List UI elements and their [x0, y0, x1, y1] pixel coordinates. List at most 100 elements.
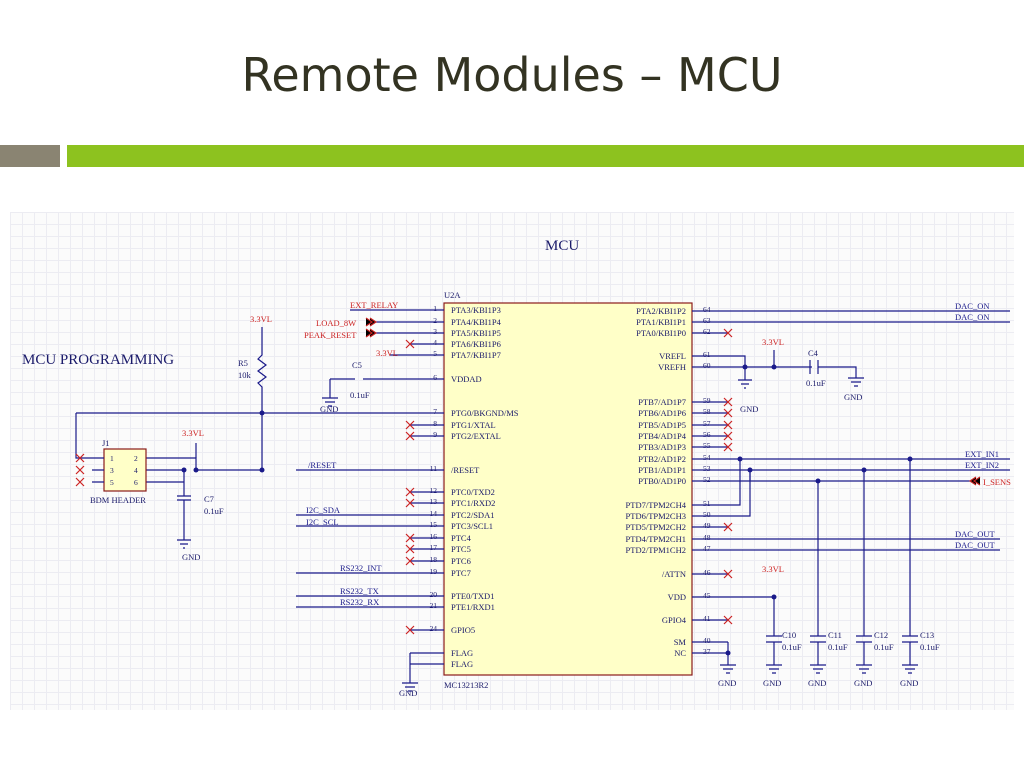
power-label-vddad: 3.3VL [376, 348, 398, 358]
ic-pin-name: /ATTN [662, 569, 686, 579]
j1-pin-6: 6 [134, 478, 138, 487]
net-ext-relay: EXT_RELAY [350, 300, 398, 310]
wires [75, 302, 1010, 692]
c12-value: 0.1uF [874, 642, 894, 652]
ic-pin-number: 2 [433, 316, 437, 325]
ic-pin-number: 63 [703, 316, 711, 325]
ic-pin-name: VDD [668, 592, 686, 602]
title-divider-bar [67, 145, 1024, 167]
ic-pin-name: GPIO4 [662, 615, 687, 625]
ic-pin-name: PTD5/TPM2CH2 [626, 522, 686, 532]
ic-ref: U2A [444, 290, 461, 300]
c11-value: 0.1uF [828, 642, 848, 652]
gnd-label-c13: GND [900, 678, 918, 688]
power-label-vdd: 3.3VL [762, 564, 784, 574]
ic-pin-name: NC [674, 648, 686, 658]
net-peak-reset: PEAK_RESET [304, 330, 357, 340]
gnd-label-flag: GND [399, 688, 417, 698]
ic-pin-name: PTG1/XTAL [451, 420, 496, 430]
ic-pin-name: PTG0/BKGND/MS [451, 408, 519, 418]
ic-pin-name: PTC4 [451, 533, 472, 543]
ic-pin-number: 37 [703, 647, 711, 656]
ic-pin-name: VDDAD [451, 374, 482, 384]
ic-pin-name: PTC0/TXD2 [451, 487, 495, 497]
ic-pin-name: PTB3/AD1P3 [638, 442, 686, 452]
ic-pin-number: 21 [430, 601, 438, 610]
ic-body [443, 302, 693, 676]
ic-pin-name: PTG2/EXTAL [451, 431, 501, 441]
ic-pin-name: PTA7/KBI1P7 [451, 350, 501, 360]
ic-pin-name: PTD7/TPM2CH4 [626, 500, 687, 510]
ic-pin-name: PTD6/TPM2CH3 [626, 511, 686, 521]
ic-pin-name: PTC2/SDA1 [451, 510, 494, 520]
c11-ref: C11 [828, 630, 842, 640]
ic-pin-number: 9 [433, 430, 437, 439]
ic-pin-name: PTC1/RXD2 [451, 498, 495, 508]
net-i2c-sda: I2C_SDA [306, 505, 341, 515]
ic-pin-number: 50 [703, 510, 711, 519]
ic-pin-number: 5 [433, 349, 437, 358]
j1-pin-1: 1 [110, 454, 114, 463]
ic-pin-number: 62 [703, 327, 711, 336]
ic-pin-number: 11 [430, 464, 437, 473]
net-rs232-int: RS232_INT [340, 563, 382, 573]
ic-pin-number: 55 [703, 441, 711, 450]
net-rs232-tx: RS232_TX [340, 586, 379, 596]
j1-ref: J1 [102, 438, 110, 448]
ic-pin-number: 8 [433, 419, 437, 428]
ic-pin-number: 53 [703, 464, 711, 473]
ic-pin-number: 18 [430, 555, 438, 564]
gnd-label-sm: GND [718, 678, 736, 688]
gnd-label-vrefl: GND [740, 404, 758, 414]
ic-pin-name: SM [674, 637, 687, 647]
ic-pin-name: VREFH [658, 362, 686, 372]
ic-pin-name: PTB4/AD1P4 [638, 431, 686, 441]
ic-pin-name: PTC3/SCL1 [451, 521, 493, 531]
ic-pin-name: PTB5/AD1P5 [638, 420, 686, 430]
ic-pin-name: PTB2/AD1P2 [638, 454, 686, 464]
ic-pin-name: PTA0/KBI1P0 [636, 328, 686, 338]
net-dac-out-2: DAC_OUT [955, 540, 995, 550]
net-i-sens: I_SENS [983, 477, 1011, 487]
ic-pin-name: PTB0/AD1P0 [638, 476, 686, 486]
ic-pin-number: 64 [703, 305, 711, 314]
ic-pin-number: 45 [703, 591, 711, 600]
r5-ref: R5 [238, 358, 248, 368]
ic-pin-name: PTB7/AD1P7 [638, 397, 686, 407]
schematic-drawing: PTA3/KBI1P31PTA4/KBI1P42PTA5/KBI1P53PTA6… [22, 238, 1011, 698]
ic-pin-name: PTC6 [451, 556, 471, 566]
ic-pin-number: 41 [703, 614, 711, 623]
ic-pin-number: 60 [703, 361, 711, 370]
ic-pin-name: PTD4/TPM2CH1 [626, 534, 686, 544]
c12-ref: C12 [874, 630, 888, 640]
c13-value: 0.1uF [920, 642, 940, 652]
ic-pin-name: PTA2/KBI1P2 [636, 306, 686, 316]
title-divider-accent [0, 145, 60, 167]
c4-value: 0.1uF [806, 378, 826, 388]
j1-pin-3: 3 [110, 466, 114, 475]
net-load-8w: LOAD_8W [316, 318, 356, 328]
ic-pin-number: 46 [703, 568, 711, 577]
ic-pin-name: VREFL [659, 351, 686, 361]
ic-pin-number: 6 [433, 373, 437, 382]
ic-pin-name: PTC7 [451, 568, 471, 578]
ic-pin-number: 48 [703, 533, 711, 542]
ic-pin-number: 61 [703, 350, 711, 359]
ic-pin-number: 13 [430, 497, 438, 506]
slide-title: Remote Modules – MCU [241, 48, 783, 102]
ic-pin-name: PTA1/KBI1P1 [636, 317, 686, 327]
ic-pin-number: 3 [433, 327, 437, 336]
j1-pin-2: 2 [134, 454, 138, 463]
r5-value: 10k [238, 370, 252, 380]
gnd-label-c12: GND [854, 678, 872, 688]
ic-pin-number: 24 [430, 624, 438, 633]
gnd-label-c4: GND [844, 392, 862, 402]
j1-pin-4: 4 [134, 466, 138, 475]
ic-pin-number: 12 [430, 486, 438, 495]
c4-ref: C4 [808, 348, 819, 358]
ic-pin-name: PTA3/KBI1P3 [451, 305, 501, 315]
ic-pin-number: 59 [703, 396, 711, 405]
ic-pin-number: 47 [703, 544, 711, 553]
net-ext-in2: EXT_IN2 [965, 460, 999, 470]
